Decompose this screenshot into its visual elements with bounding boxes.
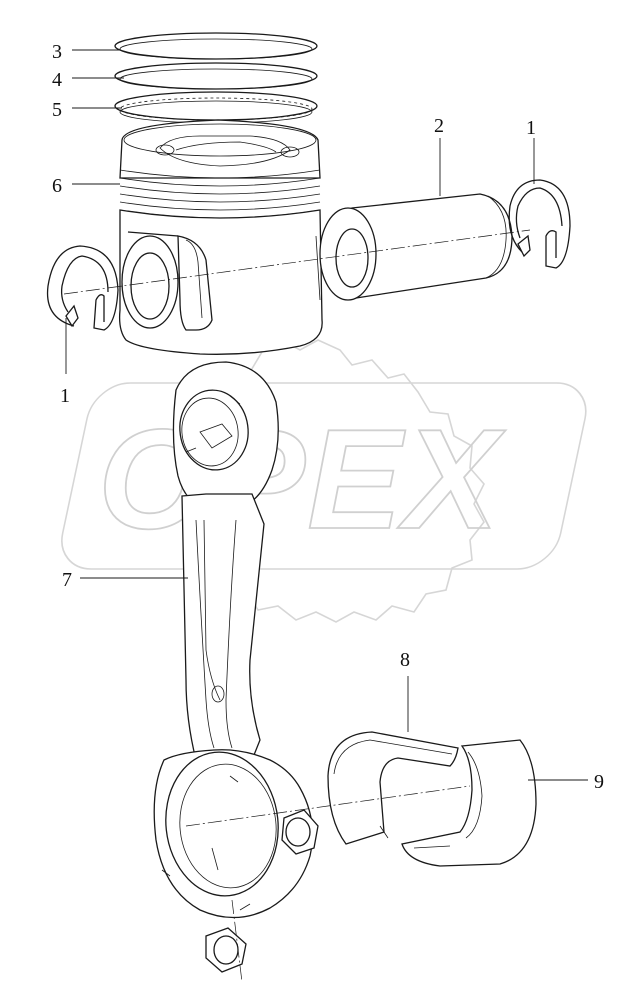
callout-3: 3 [52, 41, 62, 63]
piston-ring-4 [114, 62, 318, 90]
callout-4: 4 [52, 69, 62, 91]
leader-lines [65, 49, 588, 781]
connecting-rod [153, 361, 319, 973]
retaining-ring-left [46, 245, 119, 331]
oil-ring-5 [114, 91, 318, 124]
callout-8: 8 [400, 649, 410, 671]
piston-pin [319, 193, 513, 301]
bolt-axis-centerline [231, 899, 243, 983]
retaining-ring-right [508, 179, 571, 269]
callout-9: 9 [594, 771, 604, 793]
piston [118, 119, 323, 355]
callout-1-left: 1 [60, 385, 70, 407]
watermark: OPEX [61, 339, 587, 623]
bearing-shell-upper [327, 731, 459, 845]
callout-2: 2 [434, 115, 444, 137]
callout-1-right: 1 [526, 117, 536, 139]
bearing-axis-centerline [185, 785, 471, 827]
watermark-text: OPEX [98, 400, 506, 559]
callout-5: 5 [52, 99, 62, 121]
piston-ring-3 [114, 32, 318, 60]
pin-axis-centerline [63, 229, 531, 295]
callout-7: 7 [62, 569, 72, 591]
callout-6: 6 [52, 175, 62, 197]
bearing-shell-lower [401, 739, 537, 867]
